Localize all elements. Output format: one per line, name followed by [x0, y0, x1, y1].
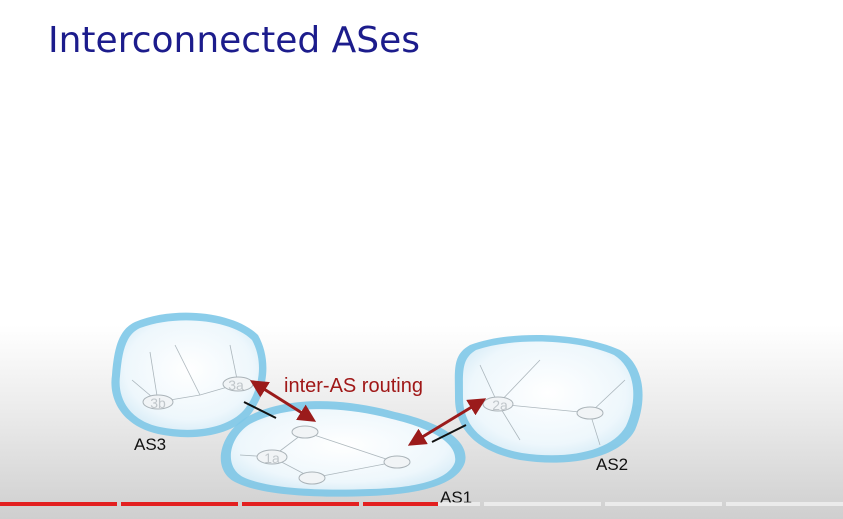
router-1a: 1a [256, 449, 288, 466]
progress-segment[interactable] [0, 502, 117, 506]
progress-fill [242, 502, 359, 506]
as2-label: AS2 [596, 455, 628, 474]
progress-fill [0, 502, 117, 506]
as1-cloud [220, 401, 466, 497]
progress-fill [363, 502, 438, 506]
slide-title: Interconnected ASes [48, 20, 421, 61]
as3-cloud [111, 312, 267, 438]
progress-segment[interactable] [605, 502, 722, 506]
svg-text:1a: 1a [264, 450, 280, 466]
svg-text:3b: 3b [150, 395, 166, 411]
progress-segment[interactable] [121, 502, 238, 506]
inter-as-arrow-right [407, 398, 487, 446]
progress-segment[interactable] [363, 502, 480, 506]
video-progress-bar[interactable] [0, 502, 843, 506]
as2-cloud [454, 334, 643, 463]
inter-as-arrow-left [249, 380, 317, 422]
router-2c [576, 406, 604, 420]
router-3b: 3b [142, 394, 174, 411]
svg-text:2a: 2a [492, 397, 508, 413]
router-3a: 3a [222, 376, 254, 393]
as3-label: AS3 [134, 435, 166, 454]
progress-fill [121, 502, 238, 506]
router-1c [291, 425, 319, 439]
svg-text:3a: 3a [228, 377, 244, 393]
progress-segment[interactable] [484, 502, 601, 506]
progress-segment[interactable] [242, 502, 359, 506]
inter-as-routing-label: inter-AS routing [284, 375, 423, 397]
router-1b [383, 455, 411, 469]
progress-segment[interactable] [726, 502, 843, 506]
router-1d [298, 471, 326, 485]
